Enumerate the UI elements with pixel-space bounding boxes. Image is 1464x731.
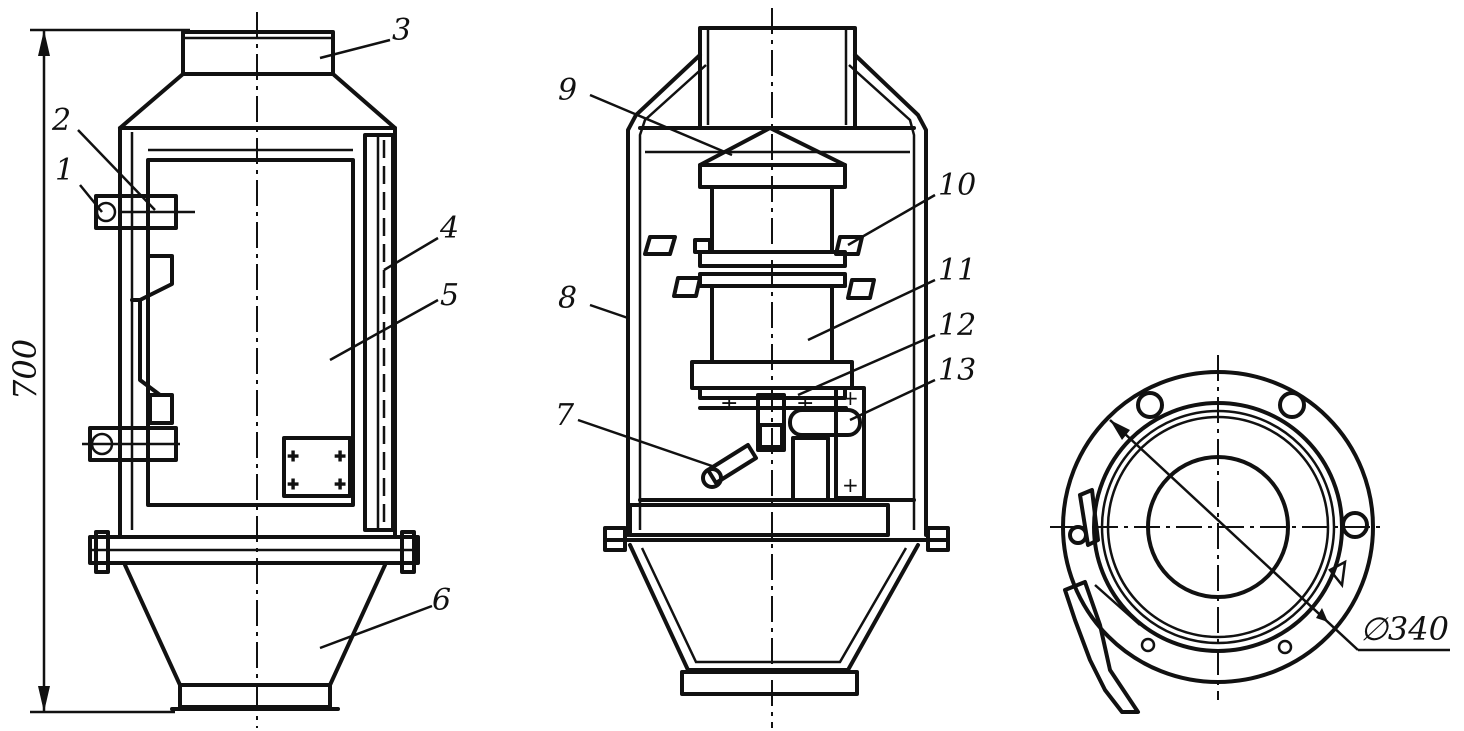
- label-6: 6: [432, 583, 451, 618]
- label-8: 8: [558, 281, 577, 316]
- svg-text:+: +: [842, 386, 859, 410]
- exterior-labels: 1 2 3 4 5 6: [51, 13, 459, 650]
- section-view: + + + +: [603, 8, 950, 728]
- diameter-dimension: ∅340: [1360, 610, 1449, 648]
- svg-text:+: +: [335, 446, 345, 466]
- label-7: 7: [555, 398, 575, 433]
- height-dimension: 700: [6, 339, 44, 400]
- plan-view: ∅340: [1050, 355, 1450, 714]
- label-12: 12: [938, 308, 976, 343]
- section-labels: 9 10 11 8 12 13 7: [555, 73, 976, 468]
- svg-text:+: +: [842, 473, 859, 497]
- label-10: 10: [938, 168, 976, 203]
- label-5: 5: [440, 278, 459, 313]
- exterior-view: 700 + + + +: [6, 12, 420, 728]
- label-3: 3: [392, 13, 411, 48]
- label-2: 2: [51, 103, 71, 138]
- label-9: 9: [558, 73, 577, 108]
- label-4: 4: [439, 211, 459, 246]
- svg-text:+: +: [335, 474, 345, 494]
- svg-text:+: +: [720, 391, 738, 416]
- svg-text:+: +: [288, 474, 298, 494]
- svg-text:+: +: [288, 446, 298, 466]
- label-1: 1: [55, 153, 74, 188]
- label-13: 13: [938, 353, 976, 388]
- label-11: 11: [938, 253, 976, 288]
